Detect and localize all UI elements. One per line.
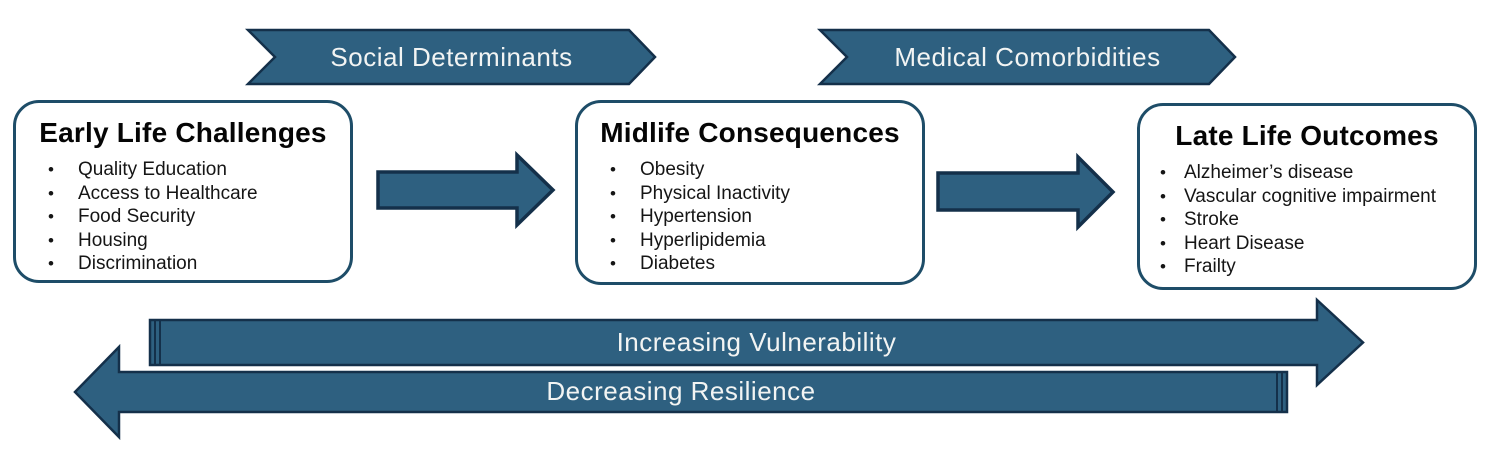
list-item: Housing xyxy=(34,229,332,253)
late-life-outcomes-box: Late Life Outcomes Alzheimer’s disease V… xyxy=(1137,103,1477,290)
list-item: Access to Healthcare xyxy=(34,182,332,206)
increasing-vulnerability-arrow-shape xyxy=(148,297,1365,388)
midlife-consequences-list: Obesity Physical Inactivity Hypertension… xyxy=(596,158,904,276)
early-to-midlife-arrow xyxy=(376,150,556,230)
list-item: Hypertension xyxy=(596,205,904,229)
list-item: Obesity xyxy=(596,158,904,182)
late-life-outcomes-list: Alzheimer’s disease Vascular cognitive i… xyxy=(1158,161,1456,279)
list-item: Alzheimer’s disease xyxy=(1158,161,1456,185)
early-life-challenges-box: Early Life Challenges Quality Education … xyxy=(13,100,353,283)
list-item: Physical Inactivity xyxy=(596,182,904,206)
midlife-to-late-arrow xyxy=(936,152,1116,232)
early-life-challenges-list: Quality Education Access to Healthcare F… xyxy=(34,158,332,276)
list-item: Food Security xyxy=(34,205,332,229)
list-item: Diabetes xyxy=(596,252,904,276)
list-item: Heart Disease xyxy=(1158,232,1456,256)
midlife-consequences-box: Midlife Consequences Obesity Physical In… xyxy=(575,100,925,285)
midlife-consequences-title: Midlife Consequences xyxy=(600,117,900,148)
list-item: Vascular cognitive impairment xyxy=(1158,185,1456,209)
list-item: Discrimination xyxy=(34,252,332,276)
decreasing-resilience-arrow-shape xyxy=(73,343,1289,441)
social-determinants-chevron-shape xyxy=(244,28,657,86)
late-life-outcomes-title: Late Life Outcomes xyxy=(1175,120,1439,151)
list-item: Hyperlipidemia xyxy=(596,229,904,253)
early-life-challenges-title: Early Life Challenges xyxy=(39,117,327,148)
medical-comorbidities-chevron-shape xyxy=(816,28,1237,86)
list-item: Frailty xyxy=(1158,255,1456,279)
list-item: Stroke xyxy=(1158,208,1456,232)
list-item: Quality Education xyxy=(34,158,332,182)
